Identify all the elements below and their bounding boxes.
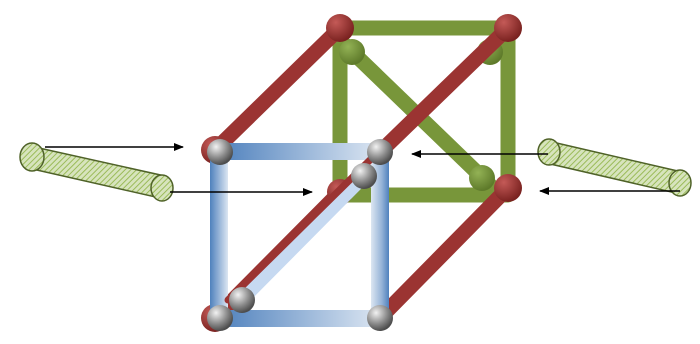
gray-joint-inner [351, 163, 377, 189]
right-rod-end-left [537, 138, 561, 166]
red-diagonal-overlay [224, 154, 376, 304]
left-rod-end-left [19, 142, 45, 172]
arrows [45, 143, 680, 196]
blue-edge-left [210, 150, 228, 318]
left-rod-end-right [150, 174, 174, 202]
gray-joint-top-right [367, 139, 393, 165]
front-blue-face [210, 143, 389, 327]
gray-joint-bottom-left [207, 305, 233, 331]
right-rod-body [545, 140, 683, 195]
blue-edge-right [371, 155, 389, 318]
right-rod [537, 138, 692, 197]
gray-joint-bottom-left-inner [229, 287, 255, 313]
red-edge-top-right [372, 20, 516, 160]
gray-joints [207, 139, 393, 331]
right-rod-end-right [668, 169, 692, 197]
blue-diagonal [236, 171, 369, 305]
red-joint-back-bottom-right [494, 174, 522, 202]
red-joint-back-top-right [494, 14, 522, 42]
gray-joint-top-left [207, 139, 233, 165]
green-joint-top-left [339, 39, 365, 65]
left-rod-body [27, 145, 166, 199]
gray-joint-bottom-right [367, 305, 393, 331]
green-joint-bottom-right [469, 165, 495, 191]
red-edge-bottom-right [372, 180, 516, 326]
blue-edge-bottom [218, 310, 380, 327]
red-joint-back-top-left [326, 14, 354, 42]
red-edge-top-left [207, 20, 348, 158]
left-rod [19, 142, 174, 202]
blue-edge-top [218, 143, 380, 160]
